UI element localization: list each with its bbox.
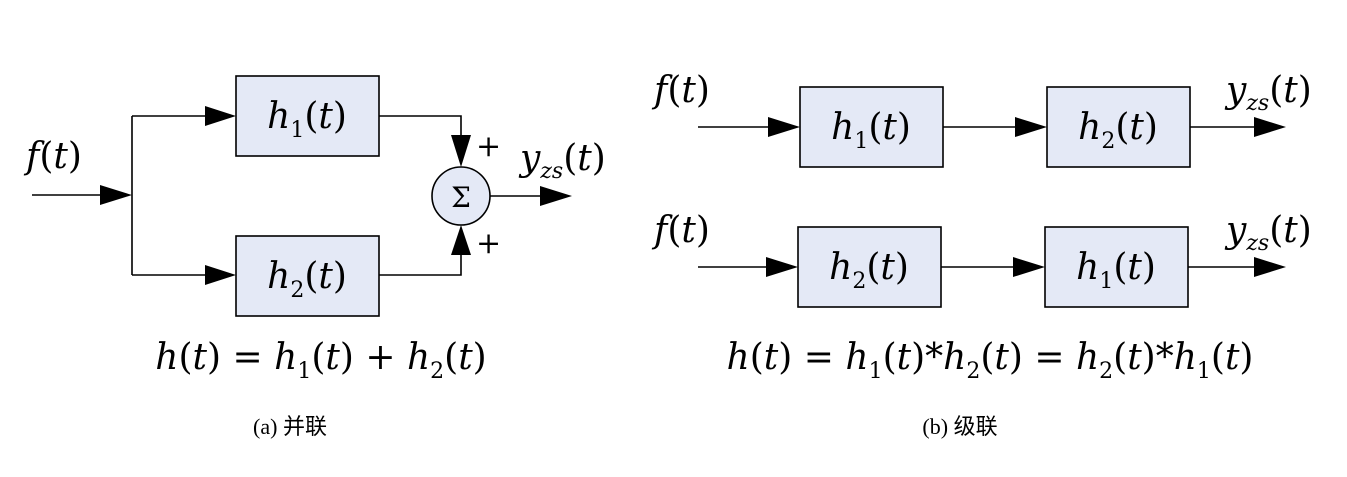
sign-bottom-plus: + bbox=[476, 226, 501, 261]
wire-h2-to-sum bbox=[379, 255, 462, 276]
caption-b: (b) 级联 bbox=[922, 414, 997, 439]
block-h2-a bbox=[235, 235, 380, 317]
block-b1-right-label: h2(t) bbox=[1078, 107, 1158, 154]
output-arrow-b1 bbox=[1254, 117, 1286, 137]
output-label-b2: yzs(t) bbox=[1224, 210, 1312, 256]
input-arrow-b2 bbox=[766, 257, 798, 277]
block-h1-a-label: h1(t) bbox=[267, 96, 347, 143]
equation-b: h(t) = h1(t)*h2(t) = h2(t)*h1(t) bbox=[727, 337, 1254, 384]
input-label-b2: f(t) bbox=[651, 210, 710, 251]
output-label-a: yzs(t) bbox=[518, 138, 606, 184]
output-arrow-a bbox=[540, 186, 572, 206]
mid-arrow-b1 bbox=[1015, 117, 1047, 137]
arrow-to-h1-a bbox=[205, 106, 236, 126]
arrow-to-h2-a bbox=[205, 265, 236, 285]
sign-top-plus: + bbox=[476, 129, 501, 164]
panel-a-parallel: f(t) h1(t) h2(t) Σ + + yzs(t bbox=[23, 75, 606, 439]
arrow-into-sum-bottom bbox=[451, 225, 471, 255]
block-h2-a-label: h2(t) bbox=[267, 256, 347, 303]
caption-a: (a) 并联 bbox=[253, 414, 327, 439]
input-arrow-a bbox=[100, 185, 132, 205]
block-b2-left bbox=[797, 226, 942, 308]
input-label-b1: f(t) bbox=[651, 70, 710, 111]
block-b1-right bbox=[1046, 86, 1191, 168]
block-b2-right bbox=[1044, 226, 1189, 308]
sigma-symbol: Σ bbox=[451, 181, 471, 214]
equation-a: h(t) = h1(t) + h2(t) bbox=[155, 337, 486, 384]
wire-h1-to-sum bbox=[379, 115, 462, 135]
input-arrow-b1 bbox=[768, 117, 800, 137]
block-b1-left-label: h1(t) bbox=[831, 107, 911, 154]
panel-b-cascade: f(t) h1(t) h2(t) yzs(t) f(t) h2(t) bbox=[651, 70, 1312, 439]
output-label-b1: yzs(t) bbox=[1224, 70, 1312, 116]
output-arrow-b2 bbox=[1254, 257, 1286, 277]
mid-arrow-b2 bbox=[1013, 257, 1045, 277]
arrow-into-sum-top bbox=[451, 135, 471, 167]
block-b2-left-label: h2(t) bbox=[829, 247, 909, 294]
input-label-a: f(t) bbox=[23, 136, 82, 177]
block-b2-right-label: h1(t) bbox=[1076, 247, 1156, 294]
split-wire-a bbox=[131, 115, 205, 276]
